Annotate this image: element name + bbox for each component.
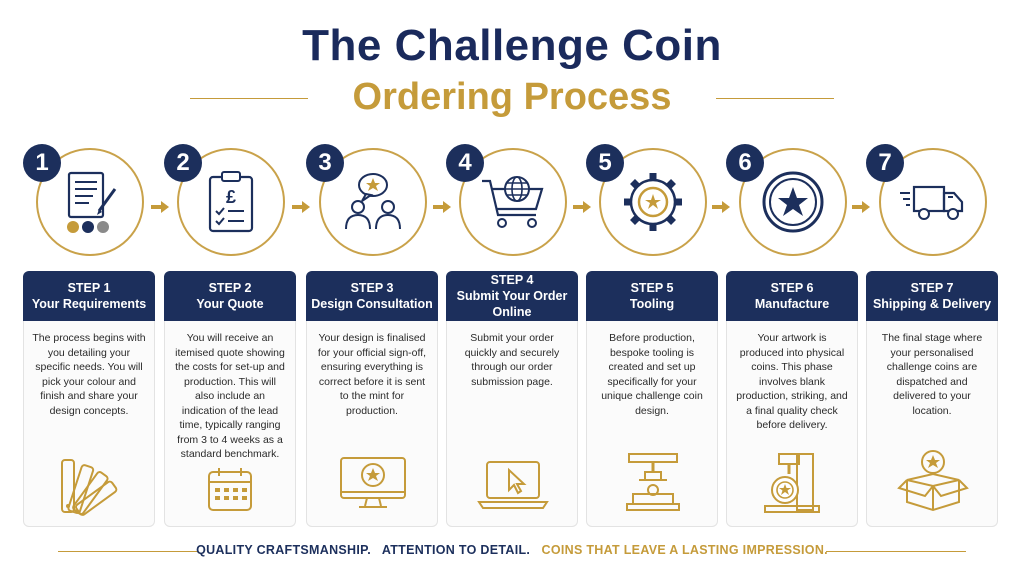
step-header: STEP 6 Manufacture [726,271,858,321]
step-description: Submit your order quickly and securely t… [464,332,560,388]
step-header: STEP 7 Shipping & Delivery [866,271,998,321]
step-name: Your Requirements [31,297,147,311]
monitor-coin-icon [340,457,406,508]
coin-press-icon [764,453,820,513]
step-label: STEP 5 [630,281,674,295]
calendar-icon [208,468,252,511]
step-description: The final stage where your personalised … [881,332,983,417]
tagline-part-2: ATTENTION TO DETAIL. [381,543,531,557]
open-box-coin-icon [897,450,969,512]
step-description: The process begins with you detailing yo… [32,332,146,417]
step-number-badge: 5 [586,144,624,182]
step-body: Your artwork is produced into physical c… [726,321,858,527]
tagline-rule-left [58,551,198,552]
step-description: Your artwork is produced into physical c… [736,332,848,431]
step-number-badge: 1 [23,144,61,182]
gear-coin-icon [624,173,682,231]
step-card-7: 7 STEP 7 Shipping & Delivery The final s… [866,144,998,528]
title-rule-right [716,98,834,99]
step-name: Shipping & Delivery [872,297,992,311]
tooling-press-icon [626,453,680,511]
title-line-2: Ordering Process [352,76,672,118]
arrow-right-icon [712,201,730,213]
step-body: The process begins with you detailing yo… [23,321,155,527]
tagline-part-1: QUALITY CRAFTSMANSHIP. [196,543,371,557]
step-card-1: 1 STEP 1 Your Requirements The process b… [23,144,155,528]
step-label: STEP 7 [910,281,954,295]
step-body: Submit your order quickly and securely t… [446,321,578,527]
step-header: STEP 2 Your Quote [164,271,296,321]
tagline-part-3: COINS THAT LEAVE A LASTING IMPRESSION. [541,543,828,557]
step-number-badge: 4 [446,144,484,182]
step-name: Your Quote [196,297,264,311]
step-description: Before production, bespoke tooling is cr… [601,332,703,417]
step-label: STEP 6 [770,281,814,295]
step-header: STEP 4 Submit Your Order Online [446,271,578,321]
step-header: STEP 3 Design Consultation [306,271,438,321]
colour-swatch-icon [61,459,118,516]
star-coin-icon [762,171,824,233]
arrow-right-icon [852,201,870,213]
step-description: Your design is finalised for your offici… [317,332,427,417]
step-description: You will receive an itemised quote showi… [175,332,285,460]
step-body: The final stage where your personalised … [866,321,998,527]
step-number-badge: 7 [866,144,904,182]
arrow-right-icon [292,201,310,213]
title-line-1: The Challenge Coin [302,21,722,70]
step-name: Tooling [629,297,675,311]
title-rule-left [190,98,308,99]
step-name: Manufacture [754,297,830,311]
cart-globe-icon [482,176,544,228]
step-card-3: 3 STEP 3 Design Consultation Your design… [306,144,438,528]
step-number-badge: 6 [726,144,764,182]
delivery-truck-icon [900,185,964,220]
step-card-5: 5 STEP 5 Tooling Before production, besp… [586,144,718,528]
step-name: Submit Your Order Online [456,289,568,319]
step-number-badge: 2 [164,144,202,182]
step-header: STEP 5 Tooling [586,271,718,321]
tagline: QUALITY CRAFTSMANSHIP. ATTENTION TO DETA… [0,543,1024,557]
step-label: STEP 2 [208,281,252,295]
clipboard-quote-icon: £ [208,171,254,233]
step-label: STEP 3 [350,281,394,295]
step-label: STEP 1 [67,281,111,295]
document-pen-icon [67,171,117,233]
step-body: You will receive an itemised quote showi… [164,321,296,527]
step-icon-circle [599,148,707,256]
arrow-right-icon [433,201,451,213]
step-card-2: 2 £ STEP 2 Your Quote You will receive a… [164,144,296,528]
step-card-4: 4 STEP 4 Submit Your Order Online Submit… [446,144,578,528]
tagline-rule-right [826,551,966,552]
step-header: STEP 1 Your Requirements [23,271,155,321]
step-body: Your design is finalised for your offici… [306,321,438,527]
laptop-cursor-icon [477,461,549,509]
consultation-people-icon [345,173,401,230]
step-card-6: 6 STEP 6 Manufacture Your artwork is pro… [726,144,858,528]
svg-text:£: £ [226,187,236,207]
arrow-right-icon [151,201,169,213]
step-body: Before production, bespoke tooling is cr… [586,321,718,527]
step-number-badge: 3 [306,144,344,182]
step-icon-circle [36,148,144,256]
step-name: Design Consultation [311,297,433,311]
step-label: STEP 4 [490,273,534,287]
arrow-right-icon [573,201,591,213]
